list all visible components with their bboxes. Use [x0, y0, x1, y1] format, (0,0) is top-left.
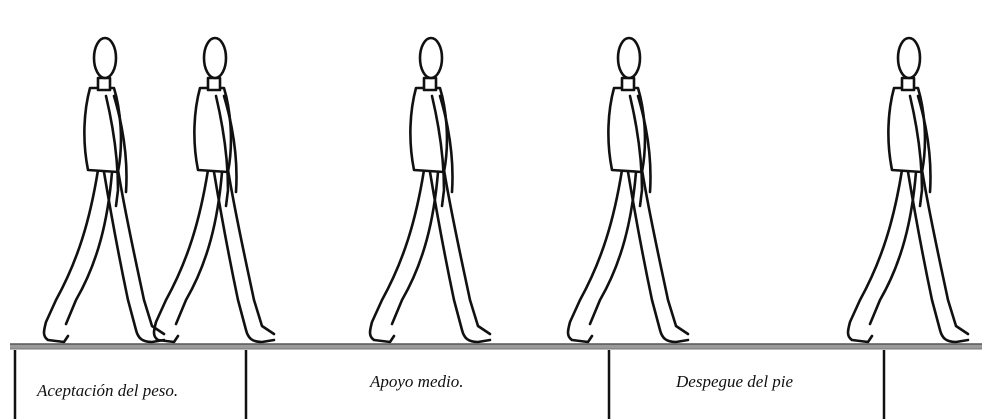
walking-figure-1 [44, 38, 164, 342]
phase-label-weight-acceptance: Aceptación del peso. [37, 381, 178, 401]
walking-figure-2 [154, 38, 274, 342]
walking-figure-5 [848, 38, 968, 342]
walking-figure-3 [370, 38, 490, 342]
phase-label-toe-off: Despegue del pie [676, 372, 793, 392]
phase-label-mid-stance: Apoyo medio. [370, 372, 463, 392]
walking-figure-4 [568, 38, 688, 342]
ground-line [10, 344, 982, 349]
